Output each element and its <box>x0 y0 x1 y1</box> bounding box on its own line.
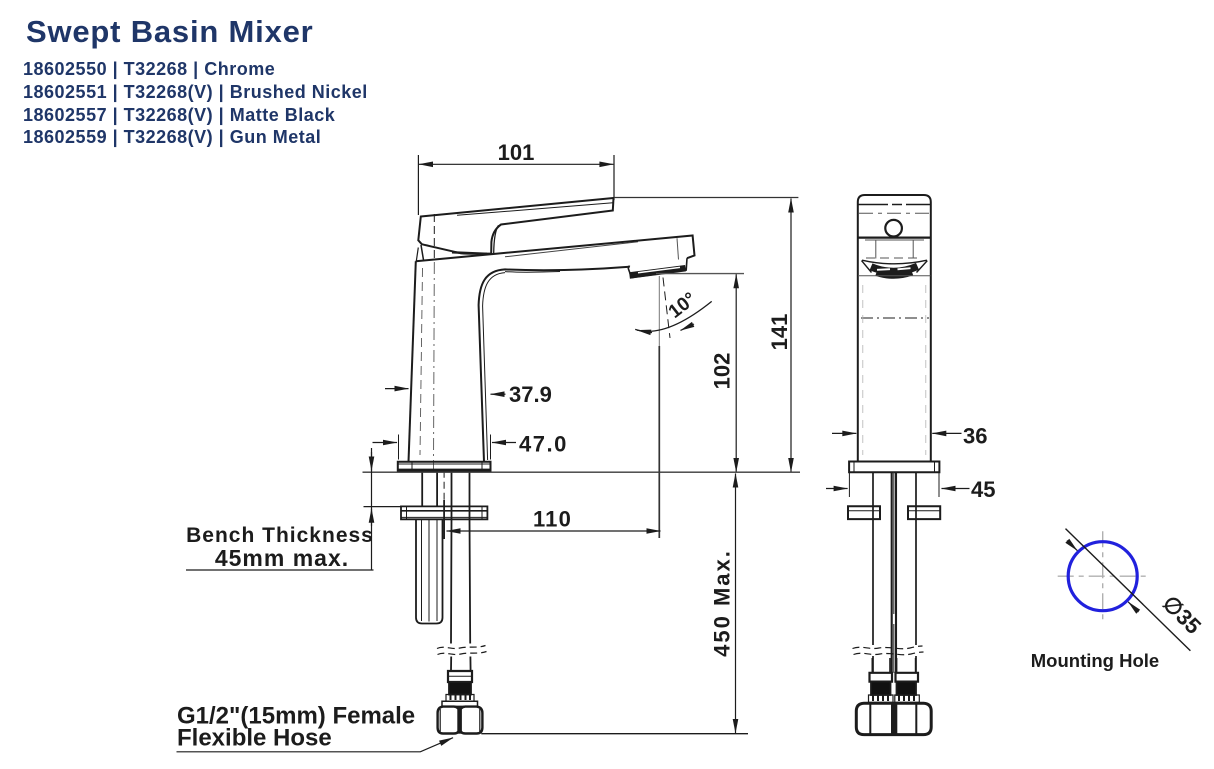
svg-text:36: 36 <box>963 424 987 449</box>
svg-text:141: 141 <box>767 314 792 351</box>
svg-text:Mounting Hole: Mounting Hole <box>1031 650 1159 671</box>
svg-text:∅35: ∅35 <box>1158 590 1207 639</box>
svg-text:102: 102 <box>710 353 735 390</box>
svg-text:10°: 10° <box>665 289 701 323</box>
svg-text:45: 45 <box>971 477 995 502</box>
svg-text:47.0: 47.0 <box>519 432 568 457</box>
svg-text:110: 110 <box>533 507 572 532</box>
svg-text:Flexible Hose: Flexible Hose <box>177 725 332 752</box>
svg-text:45mm max.: 45mm max. <box>215 545 349 571</box>
svg-text:101: 101 <box>498 140 535 165</box>
svg-text:Bench Thickness: Bench Thickness <box>186 524 374 547</box>
svg-text:37.9: 37.9 <box>509 382 552 407</box>
svg-text:G1/2"(15mm) Female: G1/2"(15mm) Female <box>177 703 415 730</box>
svg-text:450 Max.: 450 Max. <box>710 549 735 657</box>
